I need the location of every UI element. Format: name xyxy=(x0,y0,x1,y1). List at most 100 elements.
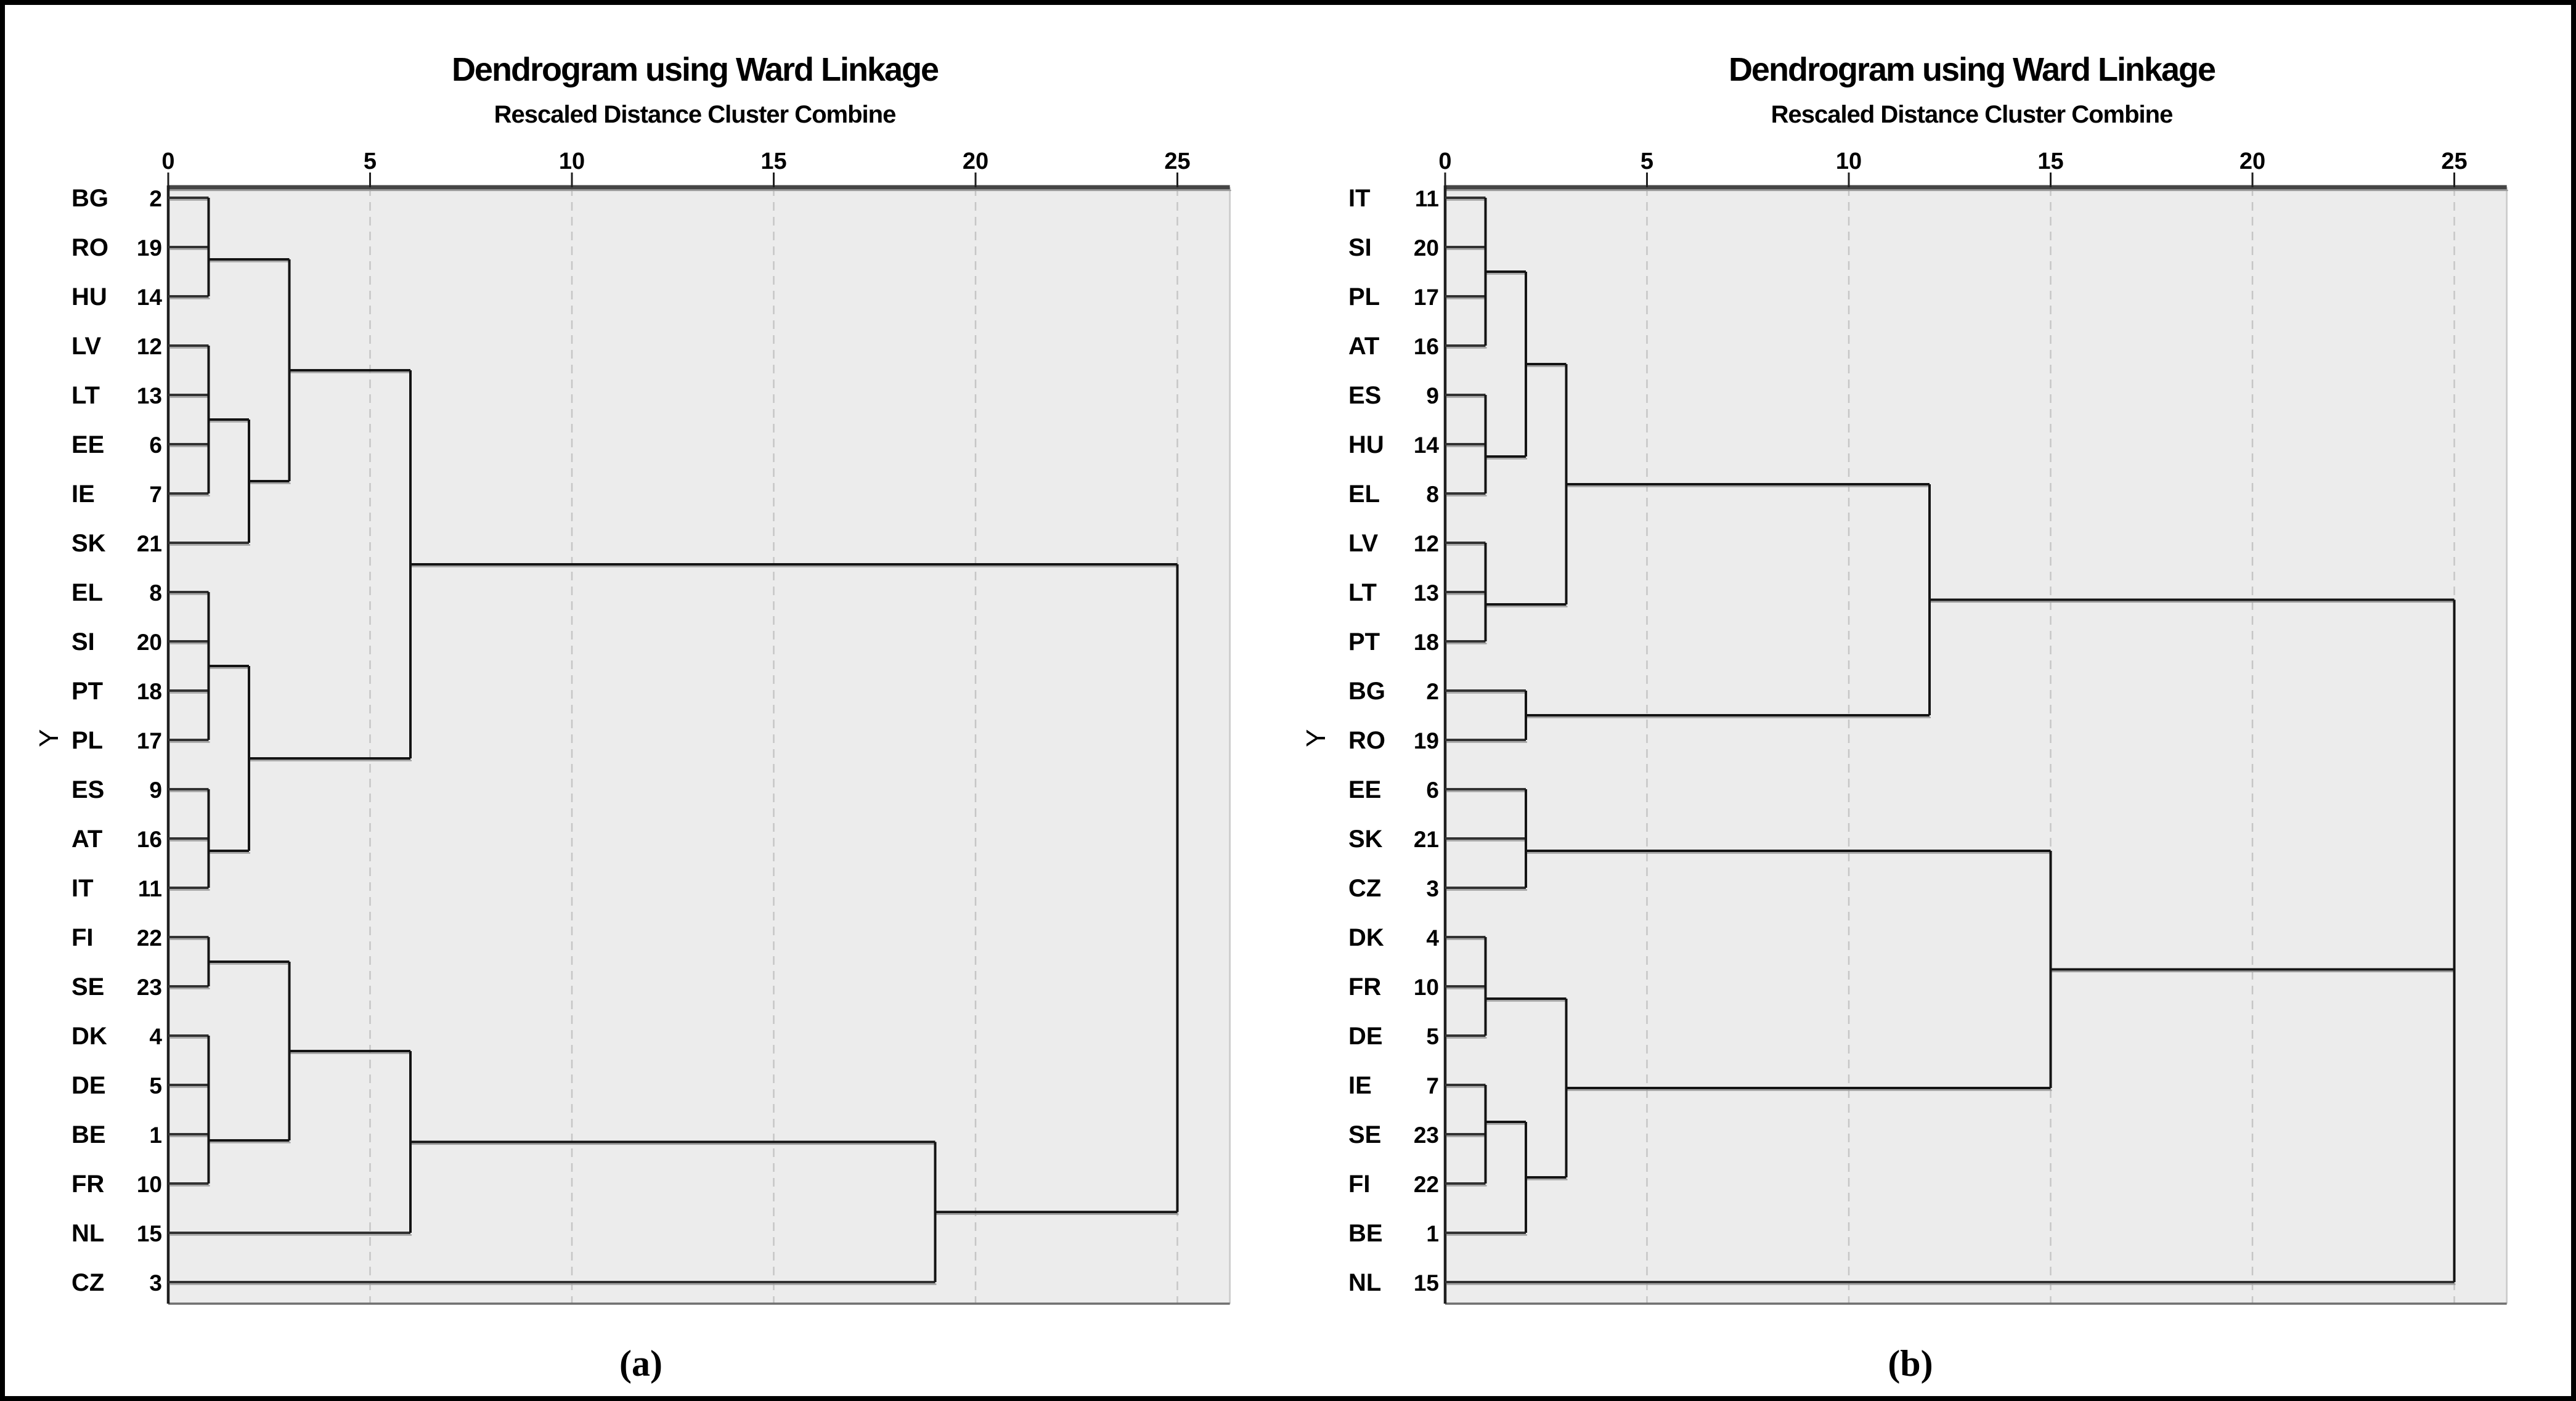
leaf-number-b-BE: 1 xyxy=(1426,1221,1439,1246)
leaf-number-a-EL: 8 xyxy=(149,580,162,606)
tick-label-b-0: 0 xyxy=(1438,148,1451,174)
leaf-code-b-RO: RO xyxy=(1348,727,1385,754)
plot-area-a xyxy=(168,187,1230,1304)
leaf-code-a-LV: LV xyxy=(71,333,101,360)
leaf-code-a-ES: ES xyxy=(71,776,104,803)
leaf-number-a-LT: 13 xyxy=(137,383,162,408)
leaf-number-b-SK: 21 xyxy=(1414,827,1439,852)
subfigure-caption-a: (a) xyxy=(619,1343,662,1384)
leaf-code-b-PT: PT xyxy=(1348,628,1380,656)
leaf-code-b-FR: FR xyxy=(1348,973,1381,1001)
leaf-code-a-NL: NL xyxy=(71,1220,104,1247)
leaf-number-a-SI: 20 xyxy=(137,630,162,655)
leaf-code-a-RO: RO xyxy=(71,234,108,261)
leaf-number-b-SE: 23 xyxy=(1414,1123,1439,1148)
leaf-number-a-BG: 2 xyxy=(149,186,162,211)
subfigure-caption-b: (b) xyxy=(1888,1343,1933,1384)
leaf-code-a-SI: SI xyxy=(71,628,95,656)
leaf-code-b-DK: DK xyxy=(1348,924,1384,951)
tick-label-b-10: 10 xyxy=(1836,148,1862,174)
leaf-number-a-SK: 21 xyxy=(137,531,162,556)
leaf-code-a-BE: BE xyxy=(71,1121,106,1148)
leaf-code-b-SK: SK xyxy=(1348,826,1383,853)
leaf-code-b-EE: EE xyxy=(1348,776,1381,803)
leaf-number-b-AT: 16 xyxy=(1414,334,1439,359)
leaf-number-a-ES: 9 xyxy=(149,778,162,803)
leaf-number-b-ES: 9 xyxy=(1426,383,1439,408)
leaf-number-a-NL: 15 xyxy=(137,1221,162,1246)
leaf-number-a-BE: 1 xyxy=(149,1123,162,1148)
leaf-number-b-RO: 19 xyxy=(1414,728,1439,753)
leaf-number-a-CZ: 3 xyxy=(149,1270,162,1296)
leaf-code-b-PL: PL xyxy=(1348,283,1380,311)
leaf-code-b-NL: NL xyxy=(1348,1269,1381,1296)
leaf-code-b-ES: ES xyxy=(1348,382,1381,409)
panel-a-y-axis-label: Y xyxy=(34,729,64,747)
leaf-code-a-CZ: CZ xyxy=(71,1269,104,1296)
tick-label-b-20: 20 xyxy=(2240,148,2265,174)
leaf-number-b-EE: 6 xyxy=(1426,778,1439,803)
leaf-number-a-FI: 22 xyxy=(137,925,162,951)
leaf-code-b-HU: HU xyxy=(1348,431,1384,458)
panel-b-y-axis-label: Y xyxy=(1301,729,1331,747)
leaf-number-b-DE: 5 xyxy=(1426,1024,1439,1049)
leaf-code-b-CZ: CZ xyxy=(1348,875,1381,902)
leaf-code-a-EE: EE xyxy=(71,431,104,458)
leaf-number-b-FI: 22 xyxy=(1414,1172,1439,1197)
panel-b-subtitle: Rescaled Distance Cluster Combine xyxy=(1771,101,2174,128)
leaf-number-b-PT: 18 xyxy=(1414,630,1439,655)
plot-area-b xyxy=(1445,187,2507,1304)
leaf-code-b-IE: IE xyxy=(1348,1072,1372,1099)
leaf-code-b-DE: DE xyxy=(1348,1023,1383,1050)
leaf-code-a-SE: SE xyxy=(71,973,104,1001)
leaf-number-a-IE: 7 xyxy=(149,482,162,507)
leaf-code-a-SK: SK xyxy=(71,530,106,557)
leaf-code-a-FR: FR xyxy=(71,1171,104,1198)
leaf-code-a-PT: PT xyxy=(71,678,103,705)
leaf-code-b-IT: IT xyxy=(1348,185,1371,212)
leaf-code-a-IE: IE xyxy=(71,481,95,508)
leaf-code-b-BG: BG xyxy=(1348,678,1385,705)
leaf-number-b-LV: 12 xyxy=(1414,531,1439,556)
leaf-number-a-LV: 12 xyxy=(137,334,162,359)
leaf-number-b-NL: 15 xyxy=(1414,1270,1439,1296)
panel-a-subtitle: Rescaled Distance Cluster Combine xyxy=(494,101,897,128)
leaf-number-a-AT: 16 xyxy=(137,827,162,852)
panel-b-title: Dendrogram using Ward Linkage xyxy=(1728,51,2216,88)
tick-label-a-20: 20 xyxy=(963,148,988,174)
leaf-code-b-LT: LT xyxy=(1348,579,1377,606)
leaf-number-a-RO: 19 xyxy=(137,235,162,261)
leaf-code-a-DE: DE xyxy=(71,1072,106,1099)
leaf-code-b-SI: SI xyxy=(1348,234,1372,261)
leaf-code-a-EL: EL xyxy=(71,579,103,606)
leaf-code-a-LT: LT xyxy=(71,382,100,409)
leaf-number-a-SE: 23 xyxy=(137,975,162,1000)
leaf-code-b-FI: FI xyxy=(1348,1171,1371,1198)
leaf-number-b-FR: 10 xyxy=(1414,975,1439,1000)
leaf-code-a-DK: DK xyxy=(71,1023,107,1050)
leaf-number-b-SI: 20 xyxy=(1414,235,1439,261)
tick-label-a-15: 15 xyxy=(760,148,786,174)
tick-label-a-5: 5 xyxy=(364,148,377,174)
leaf-code-b-AT: AT xyxy=(1348,333,1379,360)
leaf-number-a-IT: 11 xyxy=(138,876,162,901)
leaf-number-a-PL: 17 xyxy=(137,728,162,753)
leaf-number-b-CZ: 3 xyxy=(1426,876,1439,901)
leaf-number-b-PL: 17 xyxy=(1414,285,1439,310)
leaf-code-b-LV: LV xyxy=(1348,530,1378,557)
leaf-code-a-HU: HU xyxy=(71,283,107,311)
tick-label-a-0: 0 xyxy=(161,148,174,174)
tick-label-a-10: 10 xyxy=(559,148,585,174)
leaf-number-a-DK: 4 xyxy=(149,1024,162,1049)
leaf-number-a-HU: 14 xyxy=(137,285,163,310)
leaf-code-a-FI: FI xyxy=(71,924,94,951)
leaf-code-b-BE: BE xyxy=(1348,1220,1383,1247)
leaf-number-b-LT: 13 xyxy=(1414,580,1439,606)
leaf-code-a-BG: BG xyxy=(71,185,108,212)
leaf-code-b-SE: SE xyxy=(1348,1121,1381,1148)
leaf-number-a-DE: 5 xyxy=(149,1073,162,1098)
leaf-number-b-IT: 11 xyxy=(1415,186,1439,211)
tick-label-a-25: 25 xyxy=(1164,148,1190,174)
